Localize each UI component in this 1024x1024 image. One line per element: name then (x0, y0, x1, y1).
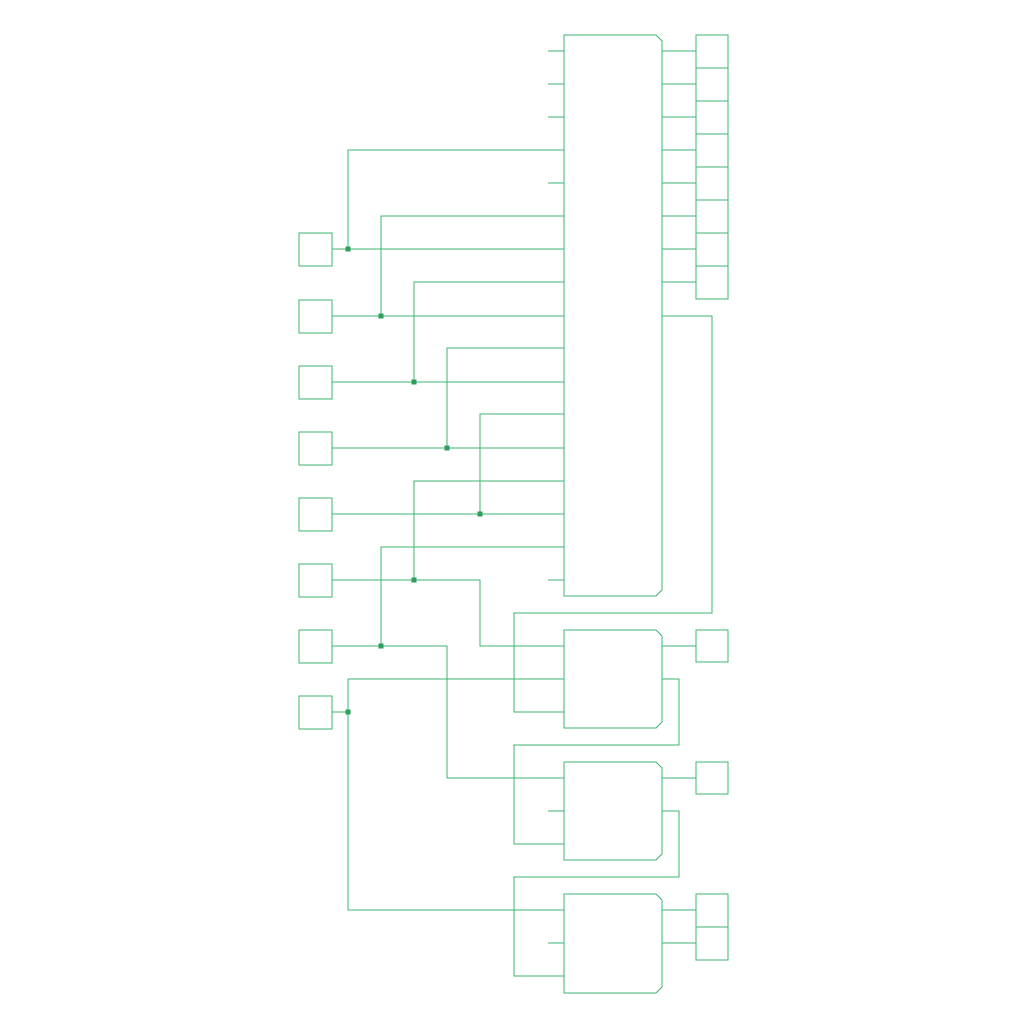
input-box (298, 497, 333, 532)
chip-b-output-box (695, 761, 729, 795)
main-output-box (695, 34, 729, 69)
main-feedback-wire (513, 315, 713, 713)
input-branch-wire (479, 413, 564, 514)
input-box (298, 232, 333, 267)
main-output-box (695, 67, 729, 102)
chip-c-output-box (695, 893, 729, 928)
junction-dot (378, 313, 384, 319)
input-box (298, 695, 333, 730)
main-output-box (695, 166, 729, 201)
input-box (298, 299, 333, 334)
main-output-box (695, 100, 729, 135)
input-to-chip-c-wire (347, 679, 564, 911)
input-branch-wire (347, 149, 564, 249)
junction-dot (411, 379, 417, 385)
junction-dot (477, 511, 483, 517)
sub-chip-c (563, 893, 663, 994)
wire-layer (332, 50, 713, 977)
sub-chip-b (563, 761, 663, 861)
chip-b-to-chip-c-wire (513, 810, 680, 977)
junction-layer (345, 246, 483, 715)
junction-dot (378, 643, 384, 649)
main-output-box (695, 265, 729, 300)
input-branch-wire (380, 215, 564, 316)
sub-chip-a (563, 629, 663, 729)
junction-dot (411, 577, 417, 583)
input-box (298, 365, 333, 400)
input-box (298, 563, 333, 598)
input-branch-wire (413, 480, 564, 580)
chip-c-output-box (695, 926, 729, 961)
input-box (298, 431, 333, 466)
chip-a-output-box (695, 629, 729, 663)
main-chip (563, 34, 663, 597)
input-to-chip-b-wire (332, 645, 564, 779)
input-branch-wire (413, 281, 564, 382)
input-box (298, 629, 333, 664)
input-branch-wire (446, 347, 564, 448)
junction-dot (345, 709, 351, 715)
main-output-box (695, 199, 729, 234)
junction-dot (345, 246, 351, 252)
main-output-box (695, 232, 729, 267)
main-output-box (695, 133, 729, 168)
chip-a-to-chip-b-wire (513, 678, 680, 845)
input-to-chip-a-wire (332, 579, 564, 647)
junction-dot (444, 445, 450, 451)
input-branch-wire (380, 546, 564, 646)
